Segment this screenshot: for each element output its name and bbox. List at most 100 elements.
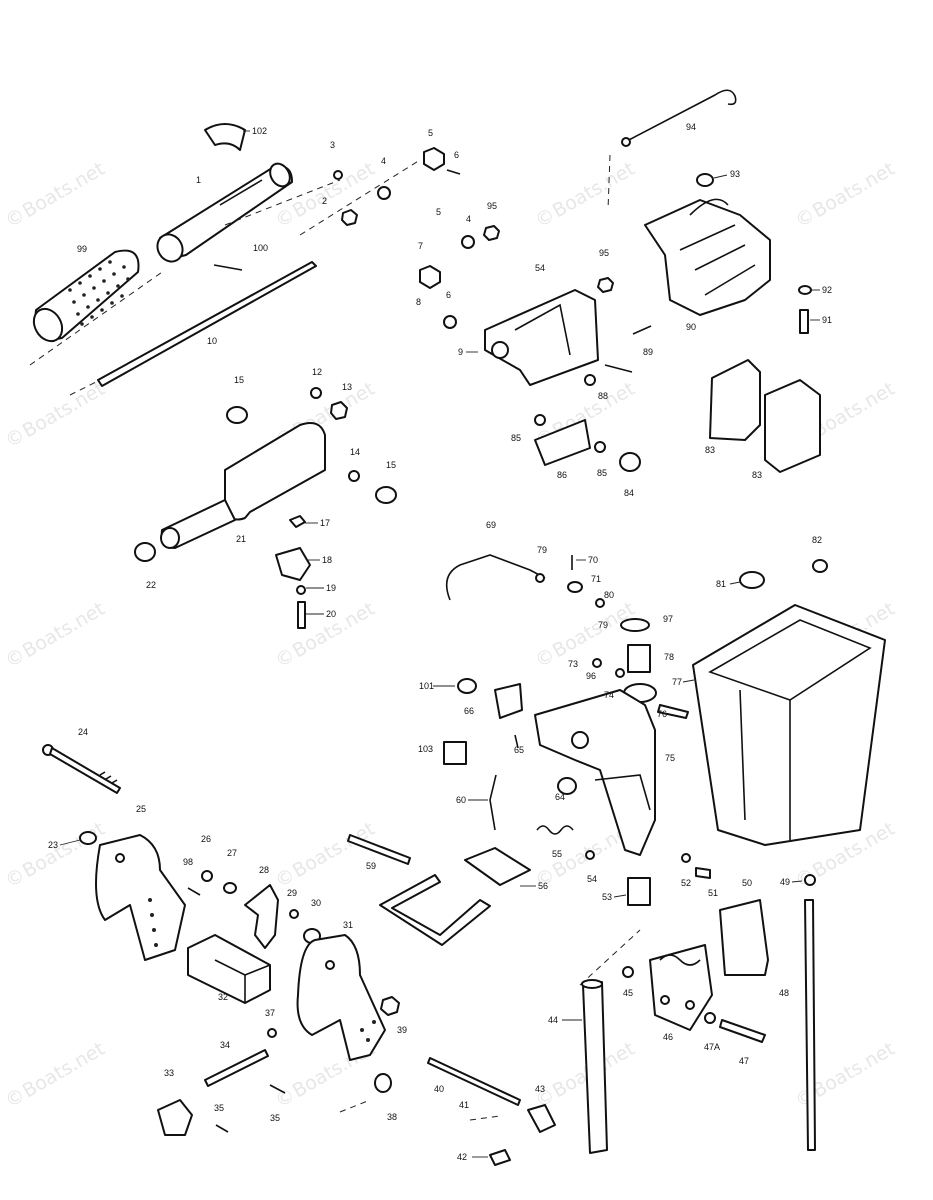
pin-part: [446, 169, 461, 175]
screw-part: [201, 870, 213, 882]
label-47a: 47A: [704, 1042, 720, 1052]
label-28: 28: [259, 865, 269, 875]
nut-part: [594, 441, 606, 453]
clamp-bracket-left-part: [95, 834, 186, 961]
label-10: 10: [207, 336, 217, 346]
watermark-text: Boats.net: [19, 598, 109, 662]
grommet-part: [812, 559, 828, 573]
label-59: 59: [366, 861, 376, 871]
label-2: 2: [322, 196, 327, 206]
nut-part: [615, 668, 625, 678]
label-4-a: 4: [381, 156, 386, 166]
label-5-a: 5: [428, 128, 433, 138]
washer-part: [443, 315, 457, 329]
label-26: 26: [201, 834, 211, 844]
label-92: 92: [822, 285, 832, 295]
pin-part: [215, 1124, 229, 1133]
label-19: 19: [326, 583, 336, 593]
o-ring-part: [134, 542, 156, 562]
bolt-part: [719, 1019, 766, 1043]
pin-part: [604, 364, 633, 373]
label-95-a: 95: [487, 201, 497, 211]
screw-part: [584, 374, 596, 386]
label-15-b: 15: [386, 460, 396, 470]
swivel-bracket-part: [644, 198, 771, 316]
washer-part: [226, 406, 248, 424]
nut-part: [535, 573, 545, 583]
label-79-b: 79: [598, 620, 608, 630]
label-55: 55: [552, 849, 562, 859]
throttle-rod-part: [97, 261, 317, 387]
label-38: 38: [387, 1112, 397, 1122]
pin-part: [632, 325, 652, 335]
label-18: 18: [322, 555, 332, 565]
label-80: 80: [604, 590, 614, 600]
block-part: [187, 934, 271, 1004]
label-33: 33: [164, 1068, 174, 1078]
plate-part: [464, 847, 531, 886]
label-77: 77: [672, 677, 682, 687]
label-37: 37: [265, 1008, 275, 1018]
label-78: 78: [664, 652, 674, 662]
label-15-a: 15: [234, 375, 244, 385]
label-7: 7: [418, 241, 423, 251]
bracket-part: [527, 1104, 556, 1133]
pin-part: [187, 887, 201, 896]
watermark-text: Boats.net: [289, 158, 379, 222]
label-8: 8: [416, 297, 421, 307]
label-70: 70: [588, 555, 598, 565]
label-100: 100: [253, 243, 268, 253]
label-56: 56: [538, 881, 548, 891]
nut-part: [595, 598, 605, 608]
label-50: 50: [742, 878, 752, 888]
clamp-screw-part: [204, 1049, 269, 1087]
nut-part: [341, 209, 358, 226]
label-76: 76: [657, 709, 667, 719]
washer-part: [567, 581, 583, 593]
label-31: 31: [343, 920, 353, 930]
label-102: 102: [252, 126, 267, 136]
label-53: 53: [602, 892, 612, 902]
nut-part: [534, 414, 546, 426]
pin-part: [514, 734, 519, 749]
label-71: 71: [591, 574, 601, 584]
nut-part: [380, 996, 400, 1016]
swivel-housing-part: [534, 689, 656, 856]
label-97: 97: [663, 614, 673, 624]
label-39: 39: [397, 1025, 407, 1035]
label-86: 86: [557, 470, 567, 480]
cover-part: [764, 379, 821, 473]
tilt-lever-part: [244, 884, 279, 949]
label-54: 54: [535, 263, 545, 273]
label-47: 47: [739, 1056, 749, 1066]
label-34: 34: [220, 1040, 230, 1050]
label-101: 101: [419, 681, 434, 691]
label-5-b: 5: [436, 207, 441, 217]
bolt-part: [799, 309, 809, 334]
label-21: 21: [236, 534, 246, 544]
label-35-b: 35: [270, 1113, 280, 1123]
label-52: 52: [681, 878, 691, 888]
bushing-part: [620, 618, 650, 632]
bolt-part: [695, 867, 711, 879]
label-22: 22: [146, 580, 156, 590]
washer-part: [461, 235, 475, 249]
nut-part: [296, 585, 306, 595]
bushing-part: [696, 173, 714, 187]
label-82: 82: [812, 535, 822, 545]
label-25: 25: [136, 804, 146, 814]
rubber-grip-part: [32, 249, 140, 343]
label-12: 12: [312, 367, 322, 377]
watermark-text: Boats.net: [19, 1038, 109, 1102]
label-95-b: 95: [599, 248, 609, 258]
watermark-text: Boats.net: [289, 818, 379, 882]
yoke-part: [649, 944, 713, 1031]
label-75: 75: [665, 753, 675, 763]
screw-part: [333, 170, 343, 180]
watermark-text: Boats.net: [809, 158, 899, 222]
label-14: 14: [350, 447, 360, 457]
friction-block-part: [275, 547, 311, 581]
bushing-part: [627, 644, 651, 673]
link-rod-part: [621, 89, 737, 147]
cover-part: [709, 359, 761, 441]
